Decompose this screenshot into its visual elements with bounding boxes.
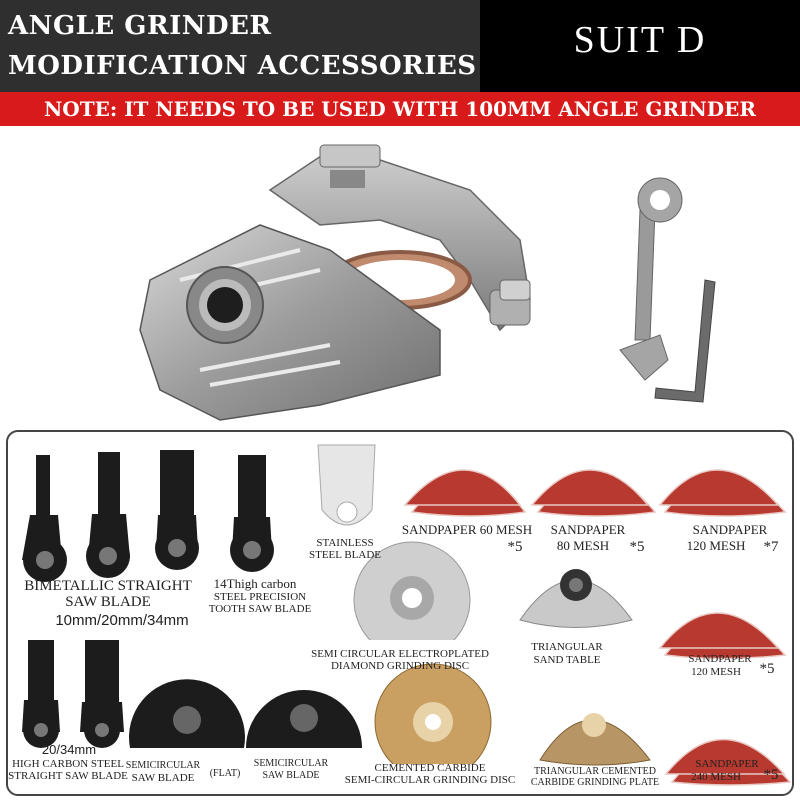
label-cemented-2: SEMI-CIRCULAR GRINDING DISC (344, 774, 516, 786)
label-bimetallic-2: SAW BLADE (65, 594, 151, 610)
label-semi-1: SEMICIRCULAR (253, 758, 329, 769)
label-sp80-3: *5 (629, 539, 645, 555)
label-sp240-3: *5 (763, 767, 779, 783)
label-semiflat-1: SEMICIRCULAR (125, 760, 201, 771)
label-semiflat-3: (FLAT) (209, 768, 241, 779)
title-line-2: modification accessories (8, 51, 477, 81)
title-line-1: Angle grinder (8, 11, 272, 41)
label-semidiamond-2: DIAMOND GRINDING DISC (330, 660, 470, 672)
label-sp120b-1: SANDPAPER (688, 653, 752, 665)
label-sp80-2: 80 MESH (556, 538, 610, 553)
label-hcs-2: STRAIGHT SAW BLADE (8, 770, 128, 782)
label-size2034: 20/34mm (41, 742, 97, 757)
label-sp240-1: SANDPAPER (695, 758, 759, 770)
note-text: NOTE: IT NEEDS TO BE USED WITH 100MM ANG… (44, 97, 756, 121)
label-semidiamond-1: SEMI CIRCULAR ELECTROPLATED (311, 648, 489, 660)
label-stainless-2: STEEL BLADE (309, 549, 381, 561)
label-tricem-1: TRIANGULAR CEMENTED (534, 766, 656, 777)
suit-label: SUIT D (573, 19, 707, 61)
label-semi-2: SAW BLADE (262, 770, 320, 781)
label-trisand-2: SAND TABLE (533, 654, 601, 666)
label-sp60-1: SANDPAPER 60 MESH (401, 522, 533, 537)
suit-panel (480, 0, 800, 92)
accessory-panel (6, 430, 794, 796)
label-sizes: 10mm/20mm/34mm (55, 612, 189, 629)
label-sp240-2: 240 MESH (691, 771, 741, 783)
note-bar (0, 92, 800, 128)
label-stainless-1: STAINLESS (316, 537, 374, 549)
label-sp120a-2: 120 MESH (686, 538, 746, 553)
label-14t-1: 14Thigh carbon (213, 576, 297, 591)
header-title-panel (0, 0, 480, 92)
label-sp80-1: SANDPAPER (550, 522, 626, 537)
label-14t-3: tooth saw blade (208, 603, 312, 615)
label-sp120a-3: *7 (763, 539, 779, 555)
label-hcs-1: HIGH CARBON STEEL (12, 758, 124, 770)
label-sp120b-2: 120 MESH (691, 666, 741, 678)
label-bimetallic-1: BIMETALLIC STRAIGHT (24, 578, 192, 594)
label-sp120b-3: *5 (759, 661, 775, 677)
label-tricem-2: CARBIDE GRINDING PLATE (530, 777, 660, 788)
label-sp120a-1: SANDPAPER (692, 522, 768, 537)
label-semiflat-2: SAW BLADE (131, 772, 195, 784)
label-trisand-1: TRIANGULAR (531, 641, 603, 653)
label-14t-2: steel precision (213, 591, 307, 603)
angle-grinder-attachment-image (139, 144, 716, 421)
label-sp60-2: *5 (507, 539, 523, 555)
label-cemented-1: CEMENTED CARBIDE (374, 762, 486, 774)
